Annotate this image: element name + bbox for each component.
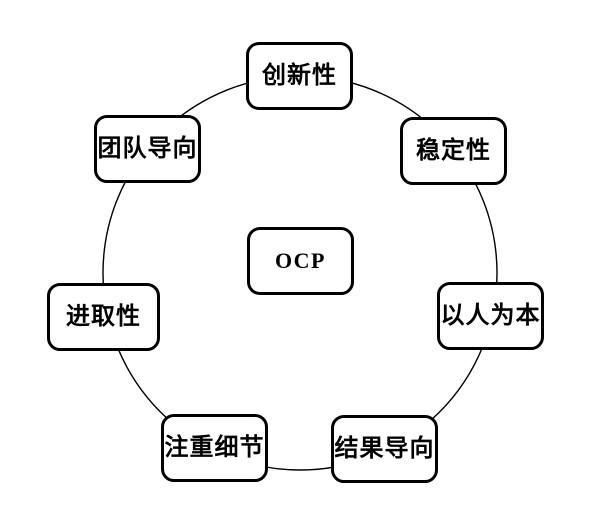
node-innovation: 创新性 — [246, 42, 353, 110]
node-people-oriented: 以人为本 — [437, 282, 544, 350]
node-result-oriented: 结果导向 — [331, 415, 438, 483]
node-ocp-center: OCP — [247, 227, 354, 295]
node-team-oriented: 团队导向 — [94, 115, 201, 183]
node-enterprising: 进取性 — [47, 283, 160, 351]
node-stability: 稳定性 — [400, 117, 507, 185]
node-attention-to-detail: 注重细节 — [161, 414, 268, 482]
